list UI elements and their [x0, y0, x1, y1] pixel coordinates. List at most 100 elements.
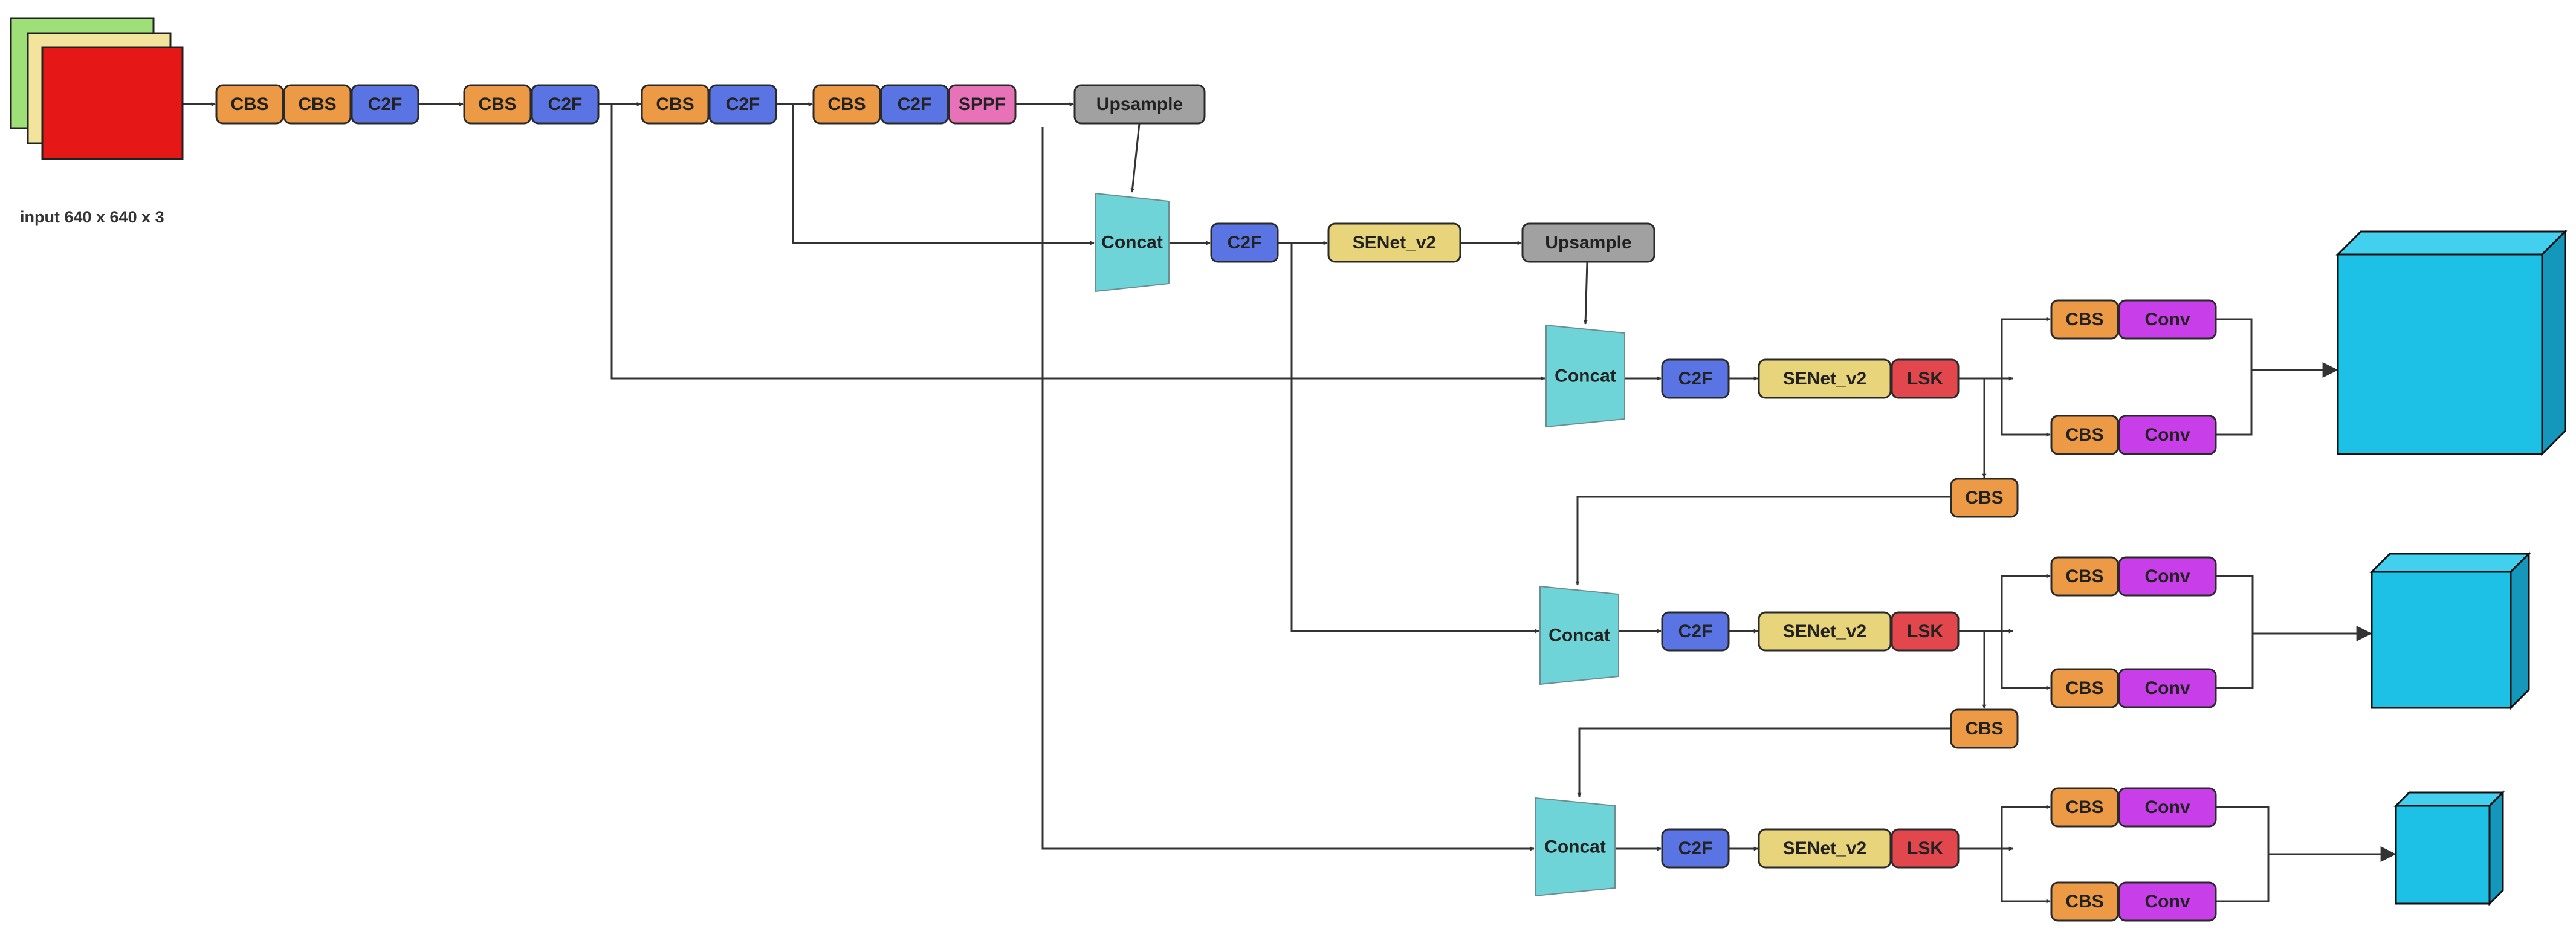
cbs-block-shape: [463, 84, 532, 125]
conv-block-shape: [2118, 787, 2217, 828]
senet-block-label: SENet_v2: [1783, 621, 1866, 641]
conv-block: Conv: [2118, 415, 2217, 455]
conv-block-shape: [2118, 299, 2217, 340]
upsample-block-label: Upsample: [1096, 94, 1183, 114]
conv-block-label: Conv: [2145, 309, 2190, 329]
c2f-block-shape: [880, 84, 949, 125]
connector-line: [1041, 127, 1535, 851]
connector-line: [1583, 261, 1588, 325]
cbs-block: CBS: [2050, 299, 2119, 340]
output-cube-small-side-face: [2488, 790, 2504, 906]
concat-block-shape: [1545, 324, 1625, 428]
connector-line: [1575, 496, 1950, 586]
upsample-block: Upsample: [1073, 84, 1206, 125]
c2f-block-shape: [531, 84, 600, 125]
output-cube-large-front-face: [2337, 253, 2543, 455]
c2f-block-shape: [1210, 222, 1279, 263]
senet-block: SENet_v2: [1758, 611, 1892, 652]
cbs-block-shape: [2050, 415, 2119, 455]
cbs-block: CBS: [2050, 881, 2119, 922]
connector-line: [610, 104, 1545, 381]
conv-block: Conv: [2118, 299, 2217, 340]
cbs-block-shape: [2050, 299, 2119, 340]
c2f-block: C2F: [1661, 611, 1730, 652]
conv-block-shape: [2118, 668, 2217, 708]
conv-block-label: Conv: [2145, 566, 2190, 586]
cbs-block: CBS: [1950, 478, 2019, 518]
senet-block-shape: [1758, 828, 1892, 869]
lsk-block: LSK: [1891, 358, 1960, 399]
concat-block-label: Concat: [1544, 837, 1606, 857]
cbs-block-shape: [283, 84, 352, 125]
connector-line: [2001, 805, 2051, 849]
c2f-block-shape: [351, 84, 419, 125]
lsk-block-shape: [1891, 358, 1960, 399]
c2f-block: C2F: [531, 84, 600, 125]
cbs-block: CBS: [2050, 415, 2119, 455]
senet-block-label: SENet_v2: [1353, 233, 1436, 253]
concat-block: Concat: [1535, 797, 1616, 897]
concat-block-shape: [1539, 585, 1619, 685]
c2f-block: C2F: [1661, 828, 1730, 869]
conv-block-label: Conv: [2145, 892, 2190, 912]
cbs-block: CBS: [1950, 708, 2019, 749]
lsk-block: LSK: [1891, 611, 1960, 652]
upsample-block-shape: [1521, 222, 1655, 263]
cbs-block-shape: [812, 84, 881, 125]
connector-line: [792, 104, 1095, 245]
conv-block: Conv: [2118, 787, 2217, 828]
cbs-block-label: CBS: [298, 94, 336, 114]
connector-line: [1290, 243, 1539, 634]
c2f-block-label: C2F: [1678, 369, 1713, 389]
senet-block: SENet_v2: [1758, 358, 1892, 399]
conv-block-label: Conv: [2145, 797, 2190, 817]
senet-block-label: SENet_v2: [1783, 369, 1866, 389]
cbs-block-label: CBS: [2065, 678, 2103, 698]
cbs-block: CBS: [463, 84, 532, 125]
cbs-block-label: CBS: [2065, 309, 2103, 329]
sppf-block-label: SPPF: [959, 94, 1006, 114]
concat-block-label: Concat: [1101, 233, 1163, 253]
connector-layer: [183, 102, 2396, 904]
output-cube-medium-side-face: [2510, 551, 2530, 710]
cbs-block: CBS: [283, 84, 352, 125]
connector-line: [2001, 317, 2051, 378]
output-cube-medium-top-face: [2369, 553, 2531, 573]
output-cube-small-top-face: [2393, 791, 2505, 807]
cbs-block-label: CBS: [656, 94, 694, 114]
conv-block-shape: [2118, 415, 2217, 455]
c2f-block: C2F: [351, 84, 419, 125]
cbs-block-shape: [1950, 478, 2019, 518]
connector-line: [2216, 318, 2253, 436]
conv-block: Conv: [2118, 668, 2217, 708]
lsk-block-label: LSK: [1907, 838, 1943, 858]
c2f-block-shape: [708, 84, 777, 125]
c2f-block: C2F: [1661, 358, 1730, 399]
c2f-block-shape: [1661, 611, 1730, 652]
cbs-block-shape: [2050, 668, 2119, 708]
cbs-block-label: CBS: [2065, 566, 2103, 586]
c2f-block-label: C2F: [548, 94, 583, 114]
c2f-block-label: C2F: [726, 94, 760, 114]
output-cube-large-side-face: [2541, 229, 2566, 456]
connector-line: [2001, 849, 2051, 904]
output-cube-medium: [2369, 551, 2531, 710]
connector-line: [2001, 631, 2051, 690]
cbs-block: CBS: [641, 84, 710, 125]
cbs-block: CBS: [2050, 787, 2119, 828]
input-layer-red: [41, 46, 184, 160]
output-cube-small-front-face: [2395, 805, 2491, 905]
cbs-block-shape: [641, 84, 710, 125]
conv-block-shape: [2118, 556, 2217, 597]
concat-block: Concat: [1095, 192, 1170, 293]
c2f-block-label: C2F: [898, 94, 932, 114]
connector-line: [2216, 806, 2270, 902]
c2f-block-label: C2F: [368, 94, 403, 114]
conv-block-label: Conv: [2145, 425, 2190, 445]
senet-block: SENet_v2: [1758, 828, 1892, 869]
upsample-block-shape: [1073, 84, 1206, 125]
cbs-block: CBS: [215, 84, 284, 125]
senet-block-shape: [1327, 222, 1461, 263]
